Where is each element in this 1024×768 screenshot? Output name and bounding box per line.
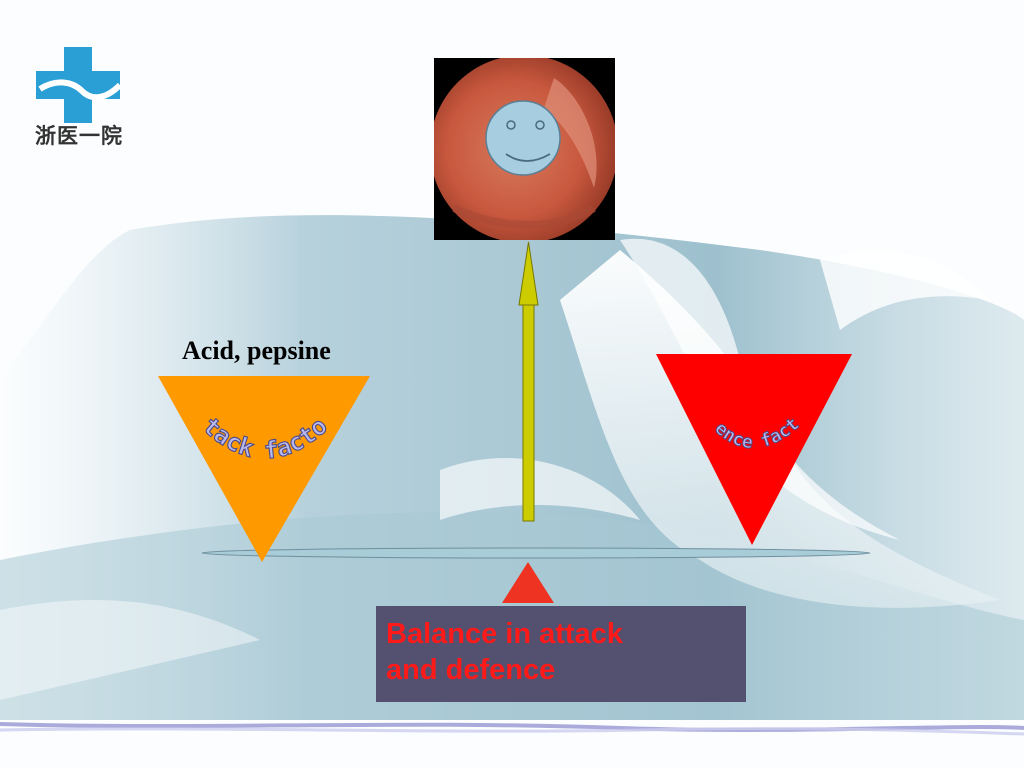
acid-pepsine-label: Acid, pepsine: [182, 336, 331, 365]
balance-box: Balance in attack and defence: [376, 606, 746, 702]
balance-beam: [201, 547, 871, 559]
logo-text: 浙医一院: [35, 124, 123, 148]
defence-triangle: [656, 354, 852, 545]
balance-text-line1: Balance in attack: [386, 618, 623, 650]
balance-text-line2: and defence: [386, 654, 556, 686]
hospital-cross-icon: [36, 47, 123, 123]
attack-triangle: [158, 376, 370, 562]
smiley-face-icon: [485, 100, 561, 176]
endoscopy-image: [434, 58, 615, 240]
up-arrow: [518, 241, 539, 522]
balance-box-bg: [376, 606, 746, 702]
fulcrum: [502, 562, 554, 603]
